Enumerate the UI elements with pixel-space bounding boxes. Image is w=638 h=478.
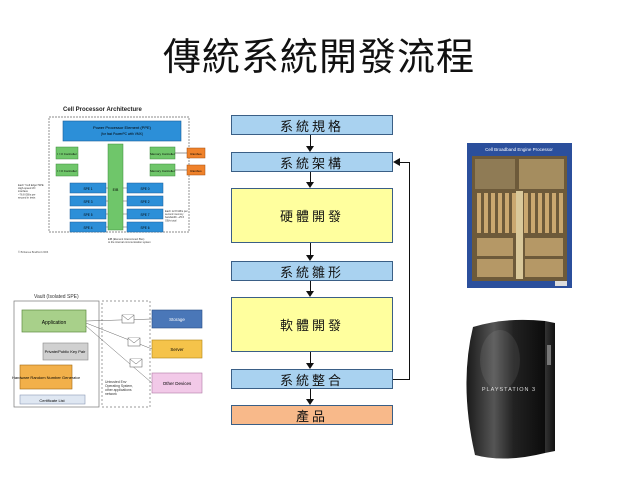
key-pair-label: Private/Public Key Pair — [45, 349, 86, 354]
flow-step-prototype: 系統雛形 — [231, 261, 393, 281]
feedback-line-bottom — [393, 379, 410, 380]
eib-label: EIB — [113, 188, 119, 192]
storage-label: Storage — [169, 317, 185, 322]
key-pair-block — [42, 342, 89, 361]
flow-step-product: 產品 — [231, 405, 393, 425]
spe-right-2-label: SPE 2 — [140, 200, 149, 204]
ps3-console-photo: PLAYSTATION 3 — [445, 315, 560, 465]
io-controller-1-label: I / O Controller — [57, 152, 77, 156]
envelope-icons — [121, 314, 143, 368]
other-devices-label: Other Devices — [163, 381, 192, 386]
io-controller-2-label: I / O Controller — [57, 169, 77, 173]
server-label: Server — [170, 347, 184, 352]
flow-step-architecture: 系統架構 — [231, 152, 393, 172]
memory-controller-1-label: Memory Controller — [150, 152, 175, 156]
eib-bus — [107, 143, 124, 231]
flow-step-hw-dev: 硬體開發 — [231, 188, 393, 243]
ps3-logo-text: PLAYSTATION 3 — [482, 387, 536, 393]
ppe-sub-label: (for fast PowerPC with VMX) — [101, 132, 143, 136]
rambus-1-label: Rambus — [190, 152, 202, 156]
ppe-block — [62, 120, 182, 142]
feedback-arrowhead — [393, 158, 400, 166]
cell-chip-photo: Cell Broadband Engine Processor — [467, 143, 572, 288]
cell-note-bottom: EIB (Element Interconnect Bus)to the int… — [108, 237, 151, 244]
hardware-rng-label: Hardware Random Number Generator — [12, 375, 81, 380]
cell-diagram-title: Cell Processor Architecture — [63, 107, 142, 113]
spe-left-1-label: SPE 1 — [83, 187, 92, 191]
io-controller-2 — [55, 163, 79, 177]
flow-step-integration: 系統整合 — [231, 369, 393, 389]
vault-diagram: Vault (Isolated SPE) Application Private… — [10, 290, 210, 410]
cell-architecture-diagram: Cell Processor Architecture Power Proces… — [15, 100, 220, 260]
ppe-label: Power Processor Element (PPE) — [93, 125, 152, 130]
spe-right-1-label: SPE 0 — [140, 187, 149, 191]
flow-step-sw-dev: 軟體開發 — [231, 297, 393, 352]
application-label: Application — [42, 320, 67, 326]
chip-caption: Cell Broadband Engine Processor — [485, 147, 553, 152]
memory-controller-2-label: Memory Controller — [150, 169, 175, 173]
certificate-list-block — [19, 394, 86, 405]
rambus-2-label: Rambus — [190, 169, 202, 173]
spe-left-3-label: SPE 5 — [83, 213, 92, 217]
certificate-list-label: Certificate List — [39, 398, 65, 403]
spe-left-4-label: SPE 4 — [83, 226, 92, 230]
cell-credit: © Brittanea Bradford 2006 — [18, 250, 49, 254]
vault-title: Vault (Isolated SPE) — [34, 294, 79, 300]
hardware-rng-block — [19, 364, 73, 390]
spe-left-2-label: SPE 3 — [83, 200, 92, 204]
spe-right-3-label: SPE 7 — [140, 213, 149, 217]
slide-title: 傳統系統開發流程 — [162, 35, 475, 79]
spe-right-4-label: SPE 6 — [140, 226, 149, 230]
io-controller-1 — [55, 146, 79, 160]
flow-step-spec: 系統規格 — [231, 115, 393, 135]
feedback-line-top — [400, 162, 410, 163]
feedback-line-vertical — [409, 162, 410, 380]
